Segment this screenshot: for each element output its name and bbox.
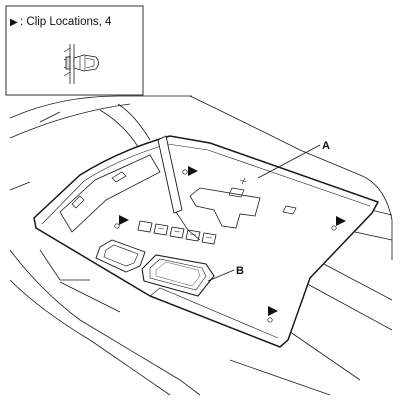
legend-label: : Clip Locations, 4 bbox=[20, 16, 112, 28]
callout-b-label: B bbox=[236, 265, 244, 277]
clip-marker-right bbox=[331, 216, 346, 231]
clip-marker-left bbox=[114, 215, 129, 229]
console-body-outline bbox=[9, 95, 393, 396]
console-cover-panel bbox=[33, 135, 380, 348]
clip-marker-top bbox=[182, 166, 198, 176]
clip-location-marker-icon: ▶ bbox=[10, 17, 18, 28]
callout-a-label: A bbox=[322, 140, 330, 152]
clip-marker-bottom bbox=[267, 306, 278, 323]
clip-icon bbox=[63, 44, 99, 84]
callout-b: B bbox=[207, 265, 244, 282]
switch-button-row bbox=[137, 220, 217, 245]
clip-legend-box: ▶ : Clip Locations, 4 bbox=[5, 5, 144, 96]
callout-a: A bbox=[257, 140, 330, 179]
